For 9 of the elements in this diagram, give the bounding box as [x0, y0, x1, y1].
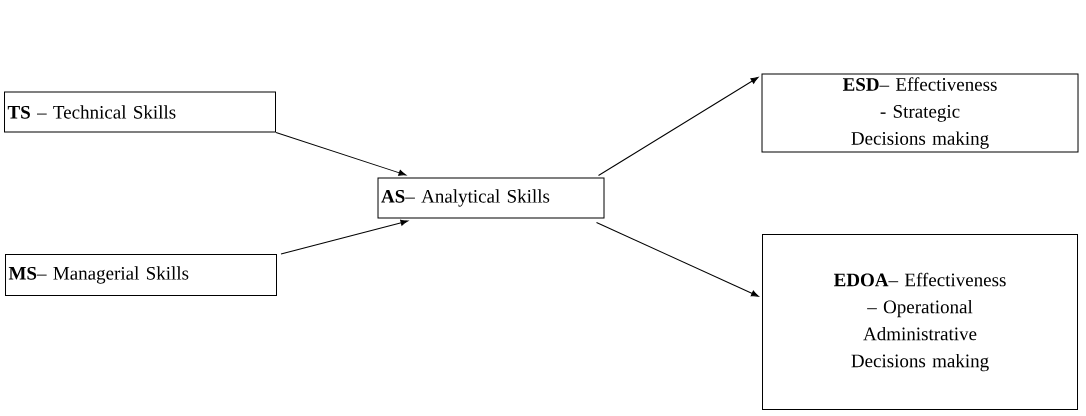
arrow — [596, 222, 759, 297]
arrow — [598, 77, 759, 176]
text-box: EDOA– Effectiveness – Operational Administrative Decisions making — [762, 234, 1078, 410]
text-box: MS– Managerial Skills — [5, 254, 277, 296]
arrow — [275, 132, 407, 176]
text-box: TS – Technical Skills — [4, 91, 276, 133]
text-box: ESD– Effectiveness - Strategic Decisions making — [761, 73, 1079, 153]
arrow — [280, 219, 409, 255]
text-box: AS– Analytical Skills — [377, 177, 605, 219]
